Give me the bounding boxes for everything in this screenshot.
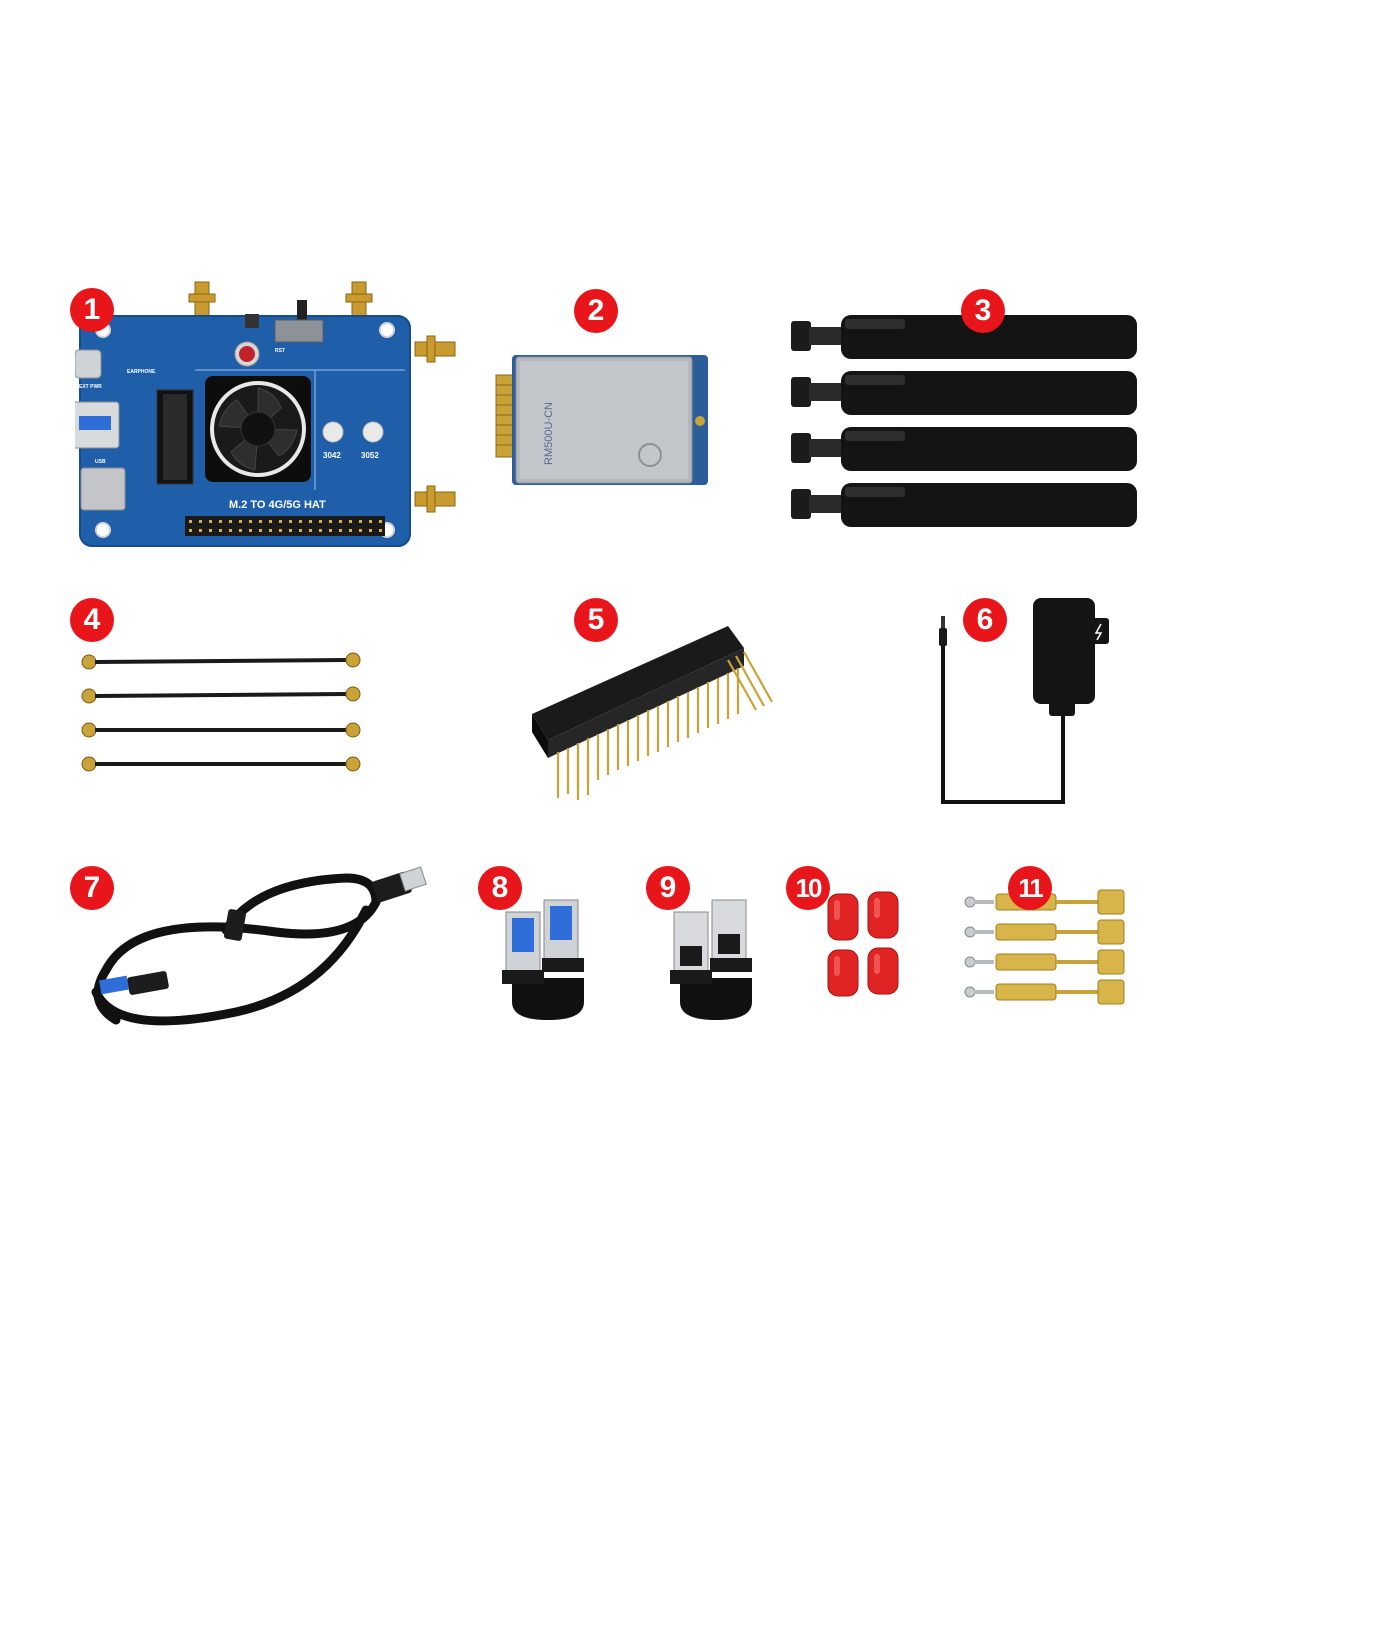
ipex-cable-icon [81, 652, 361, 772]
badge-4: 4 [70, 598, 114, 642]
badge-1: 1 [70, 288, 114, 332]
badge-7: 7 [70, 866, 114, 910]
module-model: RM500U-CN [543, 402, 555, 465]
badge-10: 10 [786, 866, 830, 910]
board-switch-label: RST [275, 348, 285, 354]
board-power-label: EXT PWR [79, 384, 102, 390]
sma-cap-icon [827, 891, 899, 997]
usb-adapter-u-icon [502, 899, 584, 1020]
badge-2: 2 [574, 289, 618, 333]
badge-11: 11 [1008, 866, 1052, 910]
antenna-icon [791, 315, 1137, 527]
usb-cable-icon [91, 866, 427, 1026]
m2-module-icon: RM500U-CN [495, 355, 708, 485]
copper-standoff-icon [964, 889, 1125, 1005]
power-adapter-icon [939, 598, 1109, 804]
badge-8: 8 [478, 866, 522, 910]
pin-header-icon [532, 626, 773, 800]
board-slot-a: 3042 [323, 451, 341, 460]
pcb-board-icon: M.2 TO 4G/5G HAT 3042 3052 RST EARPHONE … [75, 281, 456, 547]
board-earphone-label: EARPHONE [127, 369, 156, 375]
board-slot-b: 3052 [361, 451, 379, 460]
badge-5: 5 [574, 598, 618, 642]
usb-adapter-inverted-icon [670, 899, 752, 1020]
board-title: M.2 TO 4G/5G HAT [229, 499, 326, 511]
board-usb-label: USB [95, 459, 106, 465]
badge-9: 9 [646, 866, 690, 910]
badge-6: 6 [963, 598, 1007, 642]
badge-3: 3 [961, 289, 1005, 333]
